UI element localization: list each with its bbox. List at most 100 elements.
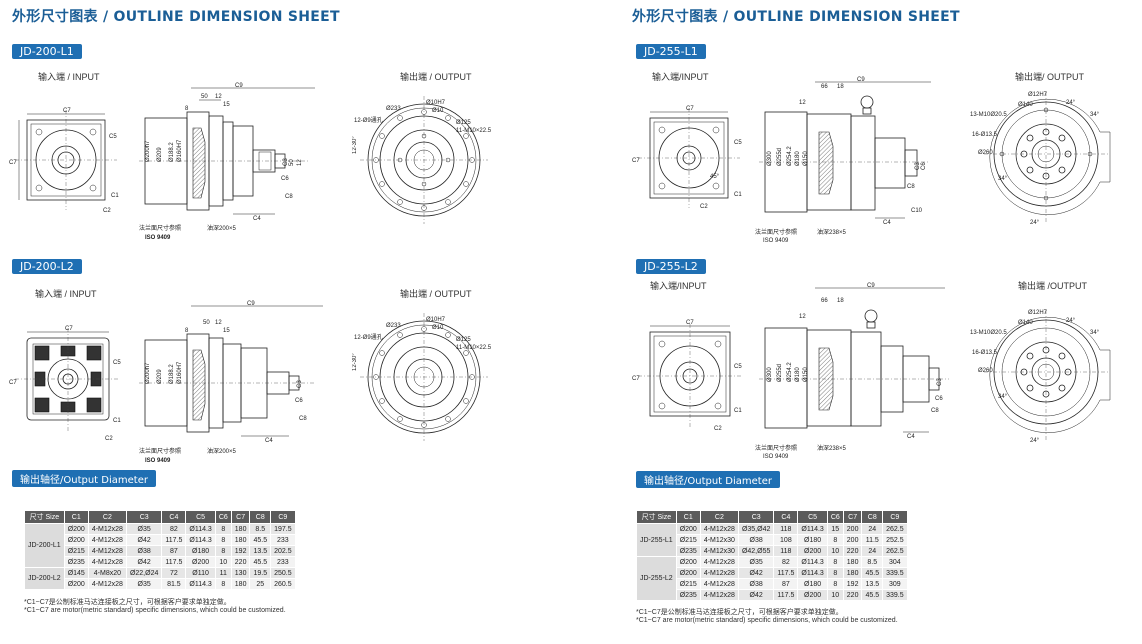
table-cell: 13.5 [861,578,884,590]
l2-dim-c8: C8 [299,416,307,422]
r-dim-d2542: Ø254.2 [787,146,793,166]
left-input-label-l1: 输入端 / INPUT [38,72,100,82]
table-header: C6 [826,510,844,524]
table-model-cell: JD-255-L1 [636,523,677,557]
table-cell: Ø22,Ø24 [125,567,163,579]
table-cell: 8 [826,567,844,579]
table-cell: 309 [882,578,908,590]
table-cell: Ø42 [737,567,775,579]
table-cell: Ø35 [125,578,163,590]
table-cell: 4-M12x30 [699,534,739,546]
l2-output-bolt-ring [373,326,475,428]
table-header: C1 [675,510,701,524]
table-cell: 339.5 [882,567,908,579]
right-page-title: 外形尺寸图表 / OUTLINE DIMENSION SHEET [632,9,960,25]
l2-dim-8: 8 [185,328,189,334]
jd200-l1-output-drawing: Ø233 Ø10H7 Ø10 12-Ø9通孔 Ø125 11-M10×22.5 … [352,96,492,224]
table-cell: 117.5 [773,567,799,579]
l2-flange-note: 法兰面尺寸参照 [139,447,181,455]
table-cell: 45.5 [249,534,272,546]
r-dim-d12h7: Ø12H7 [1028,92,1048,98]
table-cell: 4-M12x28 [87,545,127,557]
table-header: C5 [797,510,828,524]
table-cell: 233 [270,556,296,568]
table-cell: Ø42 [125,534,163,546]
table-cell: 117.5 [161,534,187,546]
table-cell: Ø200 [63,578,89,590]
left-output-label-l1: 输出端 / OUTPUT [400,72,472,82]
table-cell: 233 [270,534,296,546]
r-dim-34-left: 34° [998,176,1008,182]
l2-dim-ang30: 12-30° [352,353,358,371]
dim-holes12: 12-Ø9通孔 [354,116,383,124]
table-cell: 108 [773,534,799,546]
r-dim-c1: C1 [734,192,742,198]
dim-d10: Ø10 [432,108,444,114]
table-model-cell: JD-200-L2 [24,567,65,590]
r-iso-note: ISO 9409 [763,238,789,244]
table-cell: Ø215 [675,534,701,546]
table-cell: 197.5 [270,523,296,535]
r2-dim-24-bottom: 24° [1030,438,1040,444]
table-cell: 8 [826,578,844,590]
table-cell: Ø215 [675,578,701,590]
table-cell: 220 [230,556,251,568]
table-header: C7 [230,510,251,524]
table-cell: 24 [861,523,884,535]
r-dim-18: 18 [837,84,844,90]
r2-dim-c3: C3 [937,378,943,386]
table-cell: 250.5 [270,567,296,579]
table-cell: 117.5 [773,589,799,601]
dim-c12: 12 [297,159,303,166]
left-input-label-l2: 输入端 / INPUT [35,289,97,299]
table-cell: 4-M12x28 [87,523,127,535]
table-cell: 8 [214,523,232,535]
table-cell: 220 [842,545,863,557]
table-cell: 15 [826,523,844,535]
r-dim-66: 66 [821,84,828,90]
table-cell: 82 [161,523,187,535]
table-header: C3 [737,510,775,524]
l2-dim-d125: Ø125 [456,337,471,343]
table-cell: 252.5 [882,534,908,546]
oil-note: 油深200×5 [207,224,237,232]
r-dim-d300: Ø300 [767,151,773,166]
r-dim-c2: C2 [700,204,708,210]
r-dim-c6: C6 [921,162,927,170]
dim-15: 15 [223,102,230,108]
table-cell: 25 [249,578,272,590]
table-cell: Ø38 [737,534,775,546]
table-cell: 200 [842,523,863,535]
table-cell: Ø200 [797,589,828,601]
table-cell: 4-M12x28 [699,578,739,590]
table-cell: 4-M12x28 [699,567,739,579]
r-dim-c10: C10 [911,208,923,214]
dim-c1: C1 [111,193,119,199]
r-dim-c5: C5 [734,140,742,146]
dim-c7-top: C7 [63,108,71,114]
l1-output-bolt-ring [373,109,475,211]
table-cell: 45.5 [861,589,884,601]
l2-dim-c1: C1 [113,418,121,424]
table-model-cell: JD-255-L2 [636,556,677,601]
table-cell: 339.5 [882,589,908,601]
l2-dim-d10h7: Ø10H7 [426,317,446,323]
table-cell: 180 [230,578,251,590]
r2-dim-d2542: Ø254.2 [787,362,793,382]
table-header: C6 [214,510,232,524]
table-header: C7 [842,510,863,524]
l2-dim-c4: C4 [265,438,273,444]
jd255-l2-side-drawing: C9 66 18 12 Ø300 Ø255d Ø254.2 Ø180 Ø150 … [755,283,949,460]
table-cell: 262.5 [882,545,908,557]
r2-dim-66: 66 [821,298,828,304]
r-dim-d140: Ø140 [1018,102,1033,108]
table-cell: 118 [773,545,799,557]
table-header: 尺寸 Size [636,510,677,524]
r2-dim-c1: C1 [734,408,742,414]
jd200-l2-output-drawing: Ø233 Ø10H7 Ø10 12-Ø9通孔 Ø125 11-M10×22.5 … [352,313,492,441]
dim-c9: C9 [235,83,243,89]
r-dim-c7-top: C7 [686,106,694,112]
